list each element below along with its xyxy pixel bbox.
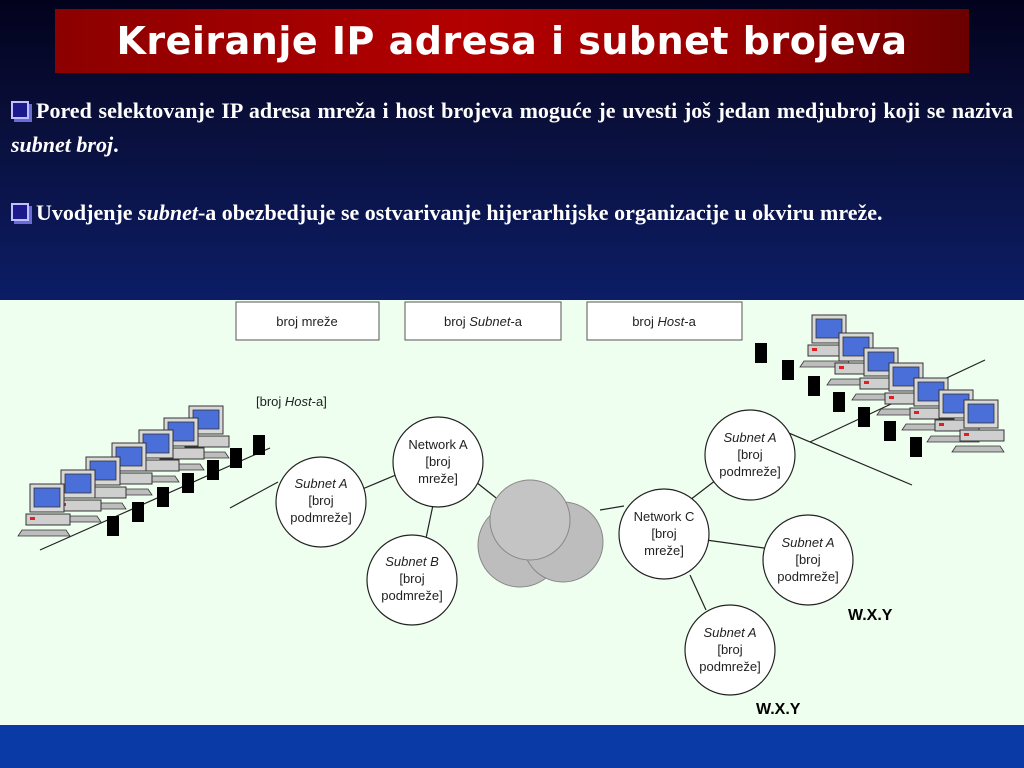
bullet-box-icon [11, 203, 29, 221]
bullet-item-2: Uvodjenje subnet-a obezbedjuje se ostvar… [11, 196, 1013, 230]
host-label: [broj Host-a] [256, 394, 327, 409]
port-icon [253, 435, 265, 455]
bullet-1-text: Pored selektovanje IP adresa mreža i hos… [36, 98, 1013, 123]
bullet-2-italic: subnet [138, 200, 198, 225]
wxy-label-upper: W.X.Y [848, 607, 893, 624]
title-bar: Kreiranje IP adresa i subnet brojeva [55, 9, 969, 73]
svg-text:Subnet A: Subnet A [781, 535, 834, 550]
port-icon [157, 487, 169, 507]
svg-text:Subnet B: Subnet B [385, 554, 439, 569]
right-lan-ports [755, 343, 922, 457]
svg-text:podmreže]: podmreže] [777, 569, 838, 584]
svg-text:[broj: [broj [795, 552, 820, 567]
port-icon [782, 360, 794, 380]
left-lan-hosts [17, 405, 230, 537]
node-subnet-a-upper: Subnet A [broj podmreže] [704, 409, 796, 501]
svg-text:[broj: [broj [399, 571, 424, 586]
port-icon [884, 421, 896, 441]
bullet-1-end: . [113, 132, 119, 157]
svg-text:Network A: Network A [408, 437, 468, 452]
svg-text:[broj: [broj [717, 642, 742, 657]
wxy-label-lower: W.X.Y [756, 701, 801, 718]
node-network-a: Network A [broj mreže] [392, 416, 484, 508]
svg-text:broj mreže: broj mreže [276, 314, 337, 329]
port-icon [755, 343, 767, 363]
bullet-item-1: Pored selektovanje IP adresa mreža i hos… [11, 94, 1013, 162]
node-subnet-a-right: Subnet A [broj podmreže] [762, 514, 854, 606]
footer-bar [0, 725, 1024, 768]
bullet-1-italic: subnet broj [11, 132, 114, 157]
port-icon [808, 376, 820, 396]
header-box-network: broj mreže [235, 301, 380, 341]
svg-text:[broj: [broj [737, 447, 762, 462]
svg-text:podmreže]: podmreže] [719, 464, 780, 479]
svg-text:podmreže]: podmreže] [381, 588, 442, 603]
network-diagram: broj mreže broj Subnet-a broj Host-a [br… [0, 300, 1024, 725]
node-network-c: Network C [broj mreže] [618, 488, 710, 580]
svg-text:podmreže]: podmreže] [290, 510, 351, 525]
header-box-host: broj Host-a [586, 301, 743, 341]
svg-text:[broj: [broj [425, 454, 450, 469]
page-title: Kreiranje IP adresa i subnet brojeva [116, 19, 908, 63]
port-icon [910, 437, 922, 457]
port-icon [182, 473, 194, 493]
header-box-subnet: broj Subnet-a [404, 301, 562, 341]
node-subnet-b: Subnet B [broj podmreže] [366, 534, 458, 626]
diagram-svg: broj mreže broj Subnet-a broj Host-a [br… [17, 301, 1005, 718]
svg-text:[broj: [broj [651, 526, 676, 541]
node-subnet-a-lower: Subnet A [broj podmreže] [684, 604, 776, 696]
bullet-2-end: -a obezbedjuje se ostvarivanje hijerarhi… [197, 200, 883, 225]
port-icon [207, 460, 219, 480]
bullet-list: Pored selektovanje IP adresa mreža i hos… [11, 94, 1013, 264]
svg-text:Subnet A: Subnet A [294, 476, 347, 491]
node-subnet-a-left: Subnet A [broj podmreže] [275, 456, 367, 548]
svg-text:Subnet A: Subnet A [723, 430, 776, 445]
port-icon [833, 392, 845, 412]
svg-text:Network C: Network C [634, 509, 695, 524]
internet-cloud [477, 479, 604, 588]
port-icon [132, 502, 144, 522]
svg-text:podmreže]: podmreže] [699, 659, 760, 674]
svg-text:broj Host-a: broj Host-a [632, 314, 696, 329]
svg-text:mreže]: mreže] [644, 543, 684, 558]
svg-text:[broj: [broj [308, 493, 333, 508]
right-lan-hosts [799, 314, 1005, 453]
port-icon [230, 448, 242, 468]
svg-text:mreže]: mreže] [418, 471, 458, 486]
bullet-2-text: Uvodjenje [36, 200, 139, 225]
svg-text:broj Subnet-a: broj Subnet-a [444, 314, 523, 329]
svg-text:Subnet A: Subnet A [703, 625, 756, 640]
port-icon [858, 407, 870, 427]
port-icon [107, 516, 119, 536]
bullet-box-icon [11, 101, 29, 119]
computer-icon [17, 483, 71, 537]
left-lan-ports [107, 435, 265, 536]
